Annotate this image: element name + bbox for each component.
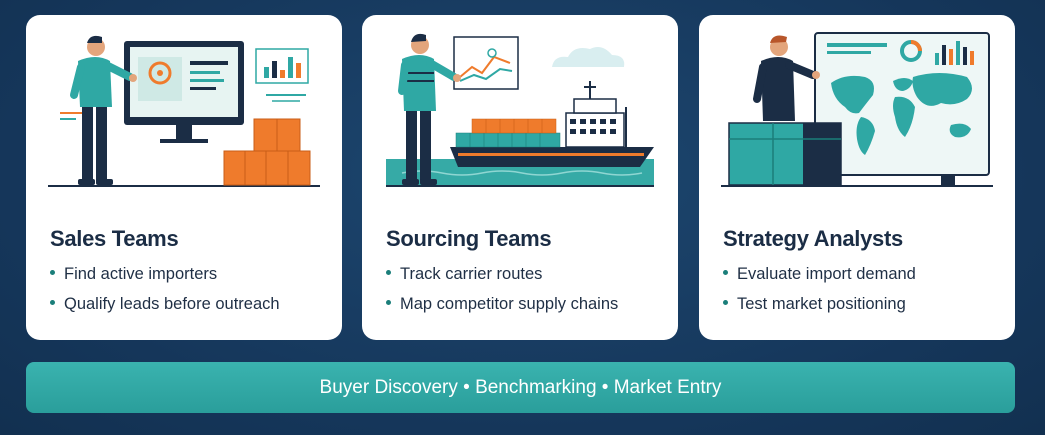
bullet-icon [723,270,728,276]
card-sales-teams: Sales Teams Find active importers Qualif… [26,15,342,340]
card-bullet-list: Evaluate import demand Test market posit… [723,259,916,319]
list-item: Test market positioning [723,289,916,319]
card-title: Strategy Analysts [723,226,903,251]
card-sourcing-teams: Sourcing Teams Track carrier routes Map … [362,15,678,340]
list-item: Map competitor supply chains [386,289,618,319]
card-title: Sales Teams [50,226,179,251]
bullet-icon [723,300,728,306]
world-map-board-icon [721,32,993,187]
person-at-monitor-icon [48,35,320,187]
bullet-icon [386,270,391,276]
bullet-icon [50,270,55,276]
use-case-banner: Buyer Discovery • Benchmarking • Market … [26,362,1015,413]
card-bullet-list: Find active importers Qualify leads befo… [50,259,280,319]
list-item: Track carrier routes [386,259,618,289]
card-bullet-list: Track carrier routes Map competitor supp… [386,259,618,319]
card-strategy-analysts: Strategy Analysts Evaluate import demand… [699,15,1015,340]
list-item: Find active importers [50,259,280,289]
list-item: Qualify leads before outreach [50,289,280,319]
cargo-ship-icon [386,33,654,187]
card-title: Sourcing Teams [386,226,552,251]
bullet-icon [386,300,391,306]
bullet-icon [50,300,55,306]
list-item: Evaluate import demand [723,259,916,289]
banner-text: Buyer Discovery • Benchmarking • Market … [319,376,722,398]
